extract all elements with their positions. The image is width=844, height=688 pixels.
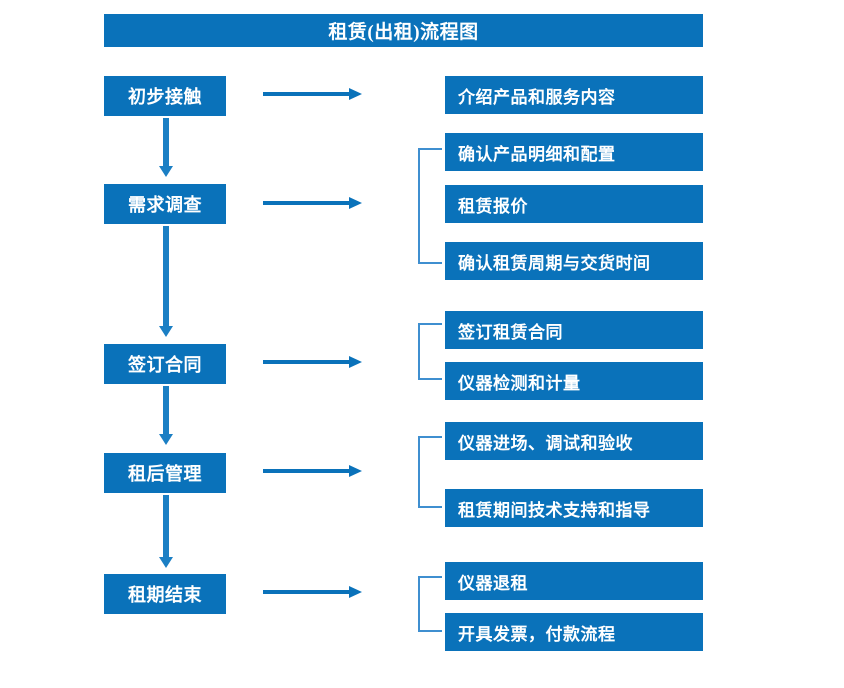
arrow-head — [159, 434, 173, 445]
stage-box: 初步接触 — [104, 76, 226, 116]
arrow-shaft — [163, 226, 169, 326]
arrow-head — [349, 197, 362, 209]
arrow-shaft — [263, 469, 351, 473]
vertical-arrow-icon — [159, 386, 173, 445]
arrow-head — [159, 557, 173, 568]
arrow-shaft — [263, 92, 351, 96]
arrow-head — [349, 88, 362, 100]
horizontal-arrow-icon — [263, 196, 363, 210]
vertical-arrow-icon — [159, 118, 173, 177]
detail-box: 租赁期间技术支持和指导 — [445, 489, 703, 527]
arrow-head — [349, 356, 362, 368]
group-bracket — [418, 436, 442, 508]
arrow-shaft — [263, 360, 351, 364]
detail-box: 确认租赁周期与交货时间 — [445, 242, 703, 280]
detail-box: 确认产品明细和配置 — [445, 133, 703, 171]
horizontal-arrow-icon — [263, 87, 363, 101]
detail-box: 仪器退租 — [445, 562, 703, 600]
arrow-shaft — [163, 495, 169, 557]
vertical-arrow-icon — [159, 226, 173, 337]
detail-box: 仪器检测和计量 — [445, 362, 703, 400]
detail-box: 租赁报价 — [445, 185, 703, 223]
arrow-head — [349, 586, 362, 598]
detail-box: 签订租赁合同 — [445, 311, 703, 349]
stage-box: 租后管理 — [104, 453, 226, 493]
stage-box: 签订合同 — [104, 344, 226, 384]
horizontal-arrow-icon — [263, 464, 363, 478]
group-bracket — [418, 323, 442, 380]
group-bracket — [418, 576, 442, 632]
horizontal-arrow-icon — [263, 585, 363, 599]
horizontal-arrow-icon — [263, 355, 363, 369]
arrow-shaft — [163, 386, 169, 434]
vertical-arrow-icon — [159, 495, 173, 568]
arrow-head — [159, 166, 173, 177]
arrow-shaft — [263, 590, 351, 594]
diagram-title: 租赁(出租)流程图 — [104, 14, 703, 47]
stage-box: 租期结束 — [104, 574, 226, 614]
arrow-head — [159, 326, 173, 337]
arrow-shaft — [263, 201, 351, 205]
detail-box: 仪器进场、调试和验收 — [445, 422, 703, 460]
detail-box: 开具发票，付款流程 — [445, 613, 703, 651]
arrow-head — [349, 465, 362, 477]
stage-box: 需求调查 — [104, 184, 226, 224]
arrow-shaft — [163, 118, 169, 166]
detail-box: 介绍产品和服务内容 — [445, 76, 703, 114]
group-bracket — [418, 148, 442, 264]
